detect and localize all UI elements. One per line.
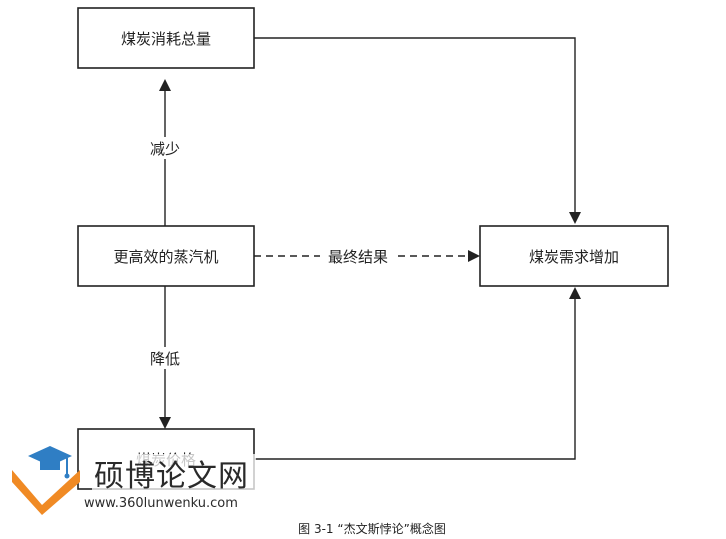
watermark-logo-text: 硕博论文网	[94, 459, 249, 494]
edge-consumption-to-demand	[254, 37, 581, 224]
node-total-consumption-label: 煤炭消耗总量	[121, 30, 211, 48]
edge-label-reduce: 减少	[150, 140, 180, 158]
graduation-cap-logo-icon	[12, 446, 80, 515]
watermark: 硕博论文网 www.360lunwenku.com	[12, 446, 256, 515]
edge-label-lower: 降低	[150, 350, 180, 368]
node-efficient-engine-label: 更高效的蒸汽机	[113, 248, 218, 266]
watermark-url: www.360lunwenku.com	[84, 496, 238, 511]
node-total-consumption: 煤炭消耗总量	[77, 7, 255, 69]
watermark-text-bg	[92, 454, 256, 490]
node-demand-increase-label: 煤炭需求增加	[529, 248, 619, 266]
edge-price-to-demand	[254, 287, 581, 460]
edge-label-final-result: 最终结果	[328, 248, 388, 266]
edge-label-bg-reduce	[140, 137, 190, 159]
edge-label-bg-lower	[140, 347, 190, 369]
node-efficient-engine: 更高效的蒸汽机	[77, 225, 255, 287]
node-demand-increase: 煤炭需求增加	[479, 225, 669, 287]
figure-caption: 图 3-1 “杰文斯悖论”概念图	[298, 521, 446, 536]
edge-label-bg-final	[320, 245, 396, 267]
